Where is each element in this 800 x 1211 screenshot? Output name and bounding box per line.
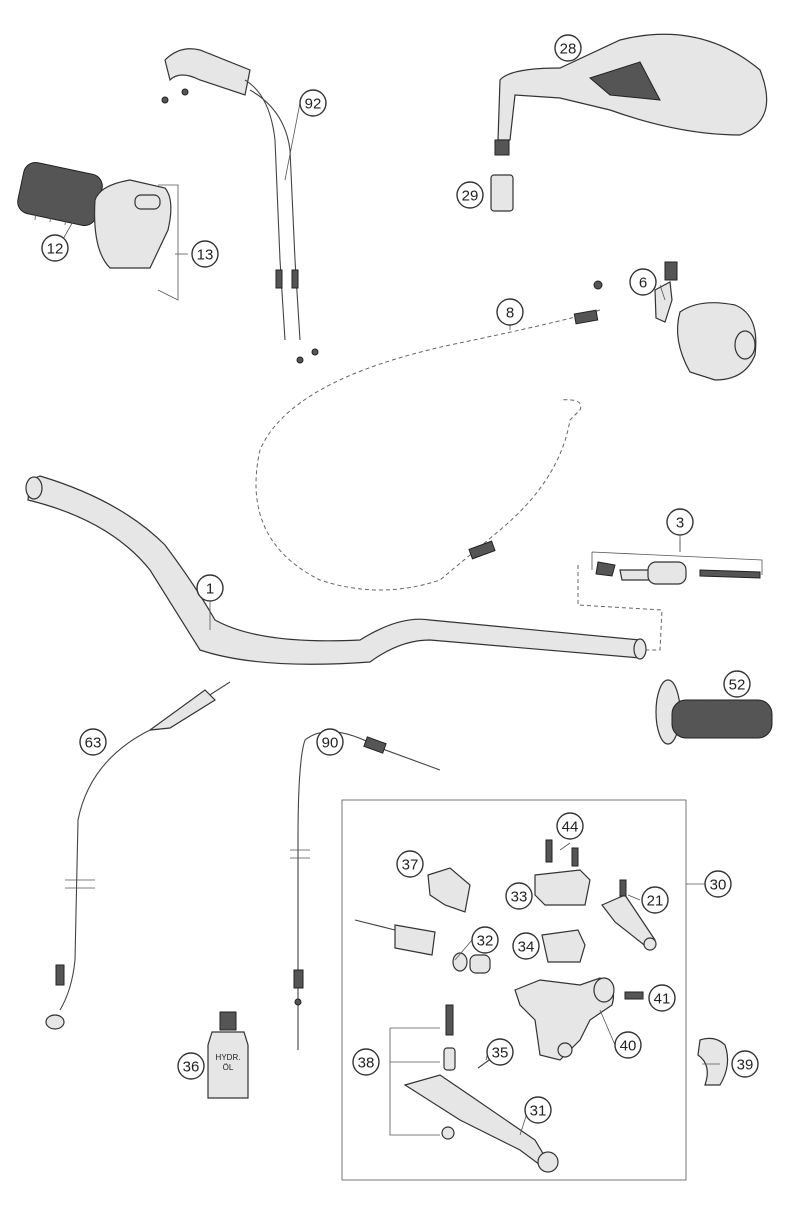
decompression-cable bbox=[255, 280, 603, 591]
clutch-cable bbox=[290, 731, 441, 1050]
callout-38: 38 bbox=[352, 1048, 380, 1076]
throttle-cables bbox=[161, 48, 319, 364]
hydraulic-oil-bottle: HYDR.ÖL bbox=[207, 1011, 249, 1099]
callout-text: 39 bbox=[737, 1057, 754, 1074]
callout-text: 44 bbox=[562, 819, 579, 836]
callout-36: 36 bbox=[177, 1052, 205, 1080]
callout-28: 28 bbox=[554, 34, 582, 62]
callout-text: 3 bbox=[676, 515, 684, 532]
callout-21: 21 bbox=[641, 886, 669, 914]
callout-text: 29 bbox=[462, 188, 479, 205]
callout-35: 35 bbox=[486, 1038, 514, 1066]
callout-text: 52 bbox=[729, 677, 746, 694]
callout-3: 3 bbox=[666, 508, 694, 536]
left-grip bbox=[655, 679, 773, 745]
clutch-master-cylinder-kit bbox=[341, 799, 705, 1181]
mirror-assembly bbox=[490, 33, 768, 212]
callout-41: 41 bbox=[648, 984, 676, 1012]
callout-12: 12 bbox=[41, 234, 69, 262]
callout-63: 63 bbox=[79, 728, 107, 756]
callout-text: 36 bbox=[183, 1059, 200, 1076]
callout-32: 32 bbox=[471, 926, 499, 954]
callout-text: 31 bbox=[530, 1103, 547, 1120]
callout-text: 37 bbox=[402, 857, 419, 874]
callout-34: 34 bbox=[512, 932, 540, 960]
callout-39: 39 bbox=[731, 1050, 759, 1078]
callout-text: 33 bbox=[511, 889, 528, 906]
callout-92: 92 bbox=[299, 89, 327, 117]
callout-text: 41 bbox=[654, 991, 671, 1008]
callout-text: 34 bbox=[518, 939, 535, 956]
callout-text: 30 bbox=[710, 877, 727, 894]
leader-lines bbox=[57, 102, 720, 1136]
callout-text: 32 bbox=[477, 933, 494, 950]
callout-text: 6 bbox=[639, 275, 647, 292]
callout-text: 38 bbox=[358, 1055, 375, 1072]
callout-text: 1 bbox=[206, 581, 214, 598]
callout-8: 8 bbox=[496, 298, 524, 326]
callout-text: 28 bbox=[560, 41, 577, 58]
callout-33: 33 bbox=[505, 882, 533, 910]
callout-6: 6 bbox=[629, 268, 657, 296]
bottle-label: HYDR.ÖL bbox=[216, 1053, 241, 1072]
switch-housing bbox=[654, 261, 757, 381]
callout-text: 13 bbox=[197, 247, 214, 264]
callout-text: 40 bbox=[620, 1038, 637, 1055]
callout-90: 90 bbox=[316, 728, 344, 756]
callout-text: 90 bbox=[322, 735, 339, 752]
callout-29: 29 bbox=[456, 181, 484, 209]
callout-40: 40 bbox=[614, 1031, 642, 1059]
callout-text: 63 bbox=[85, 735, 102, 752]
callout-44: 44 bbox=[556, 812, 584, 840]
callout-30: 30 bbox=[704, 870, 732, 898]
callout-text: 12 bbox=[47, 241, 64, 258]
bar-end-kit bbox=[577, 540, 763, 651]
throttle-grip-assembly bbox=[17, 161, 179, 301]
callout-1: 1 bbox=[196, 574, 224, 602]
callout-37: 37 bbox=[396, 850, 424, 878]
bar-clamp bbox=[697, 1037, 729, 1086]
handlebar bbox=[25, 475, 647, 665]
callout-text: 92 bbox=[305, 96, 322, 113]
callout-text: 21 bbox=[647, 893, 664, 910]
callout-text: 8 bbox=[506, 305, 514, 322]
callout-31: 31 bbox=[524, 1096, 552, 1124]
callout-52: 52 bbox=[723, 670, 751, 698]
hydraulic-hose bbox=[45, 681, 231, 1030]
callout-text: 35 bbox=[492, 1045, 509, 1062]
callout-13: 13 bbox=[191, 240, 219, 268]
